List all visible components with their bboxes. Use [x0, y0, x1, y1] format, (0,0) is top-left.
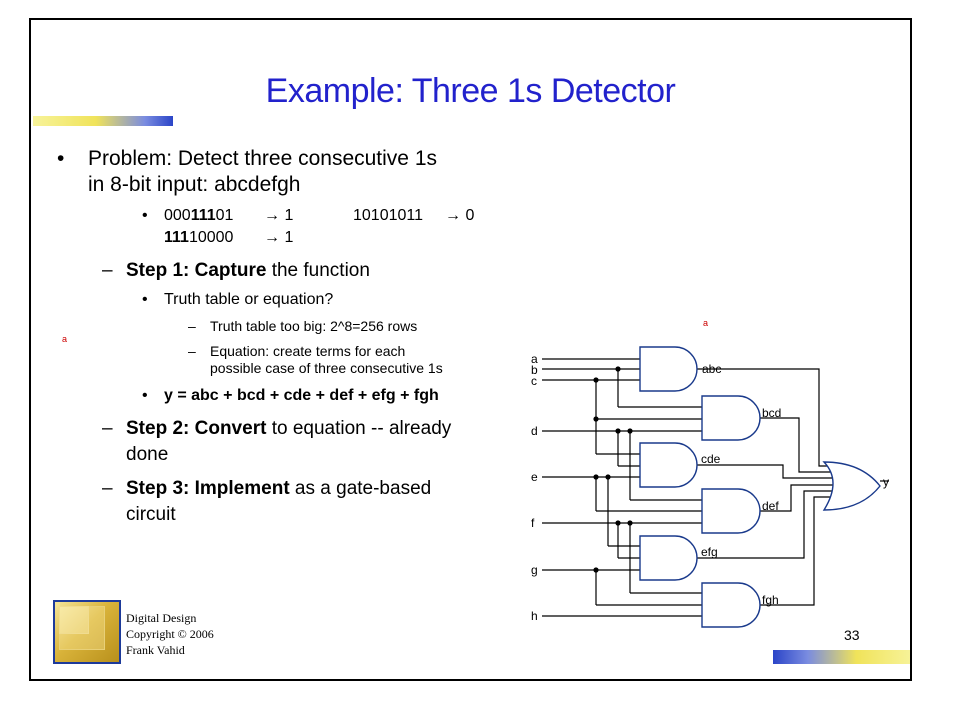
- slide-title: Example: Three 1s Detector: [265, 72, 676, 110]
- example-2-result: → 0: [445, 207, 475, 224]
- footer-line-3: Frank Vahid: [126, 643, 185, 657]
- title-accent-bar: [33, 116, 173, 126]
- step1-rest: the function: [266, 260, 370, 281]
- step1-dash: –: [102, 260, 113, 281]
- example-3-bold: 111: [164, 229, 189, 246]
- logo-inner-square: [59, 606, 105, 650]
- input-label-f: f: [531, 516, 535, 530]
- example-1: 00011101: [164, 207, 233, 225]
- step2-bold: Step 2: Convert: [126, 418, 267, 439]
- and-gate-efg: [639, 535, 698, 581]
- slide: Example: Three 1s Detector • Problem: De…: [29, 18, 912, 681]
- gate-circuit-diagram: a b c d e f g h abc bcd cde def efg fgh …: [531, 346, 889, 628]
- example-1-pre: 000: [164, 207, 191, 224]
- step3-bold: Step 3: Implement: [126, 478, 290, 499]
- gate-label-def: def: [762, 499, 779, 513]
- input-label-h: h: [531, 609, 538, 623]
- footer-line-2: Copyright © 2006: [126, 627, 214, 641]
- page-number: 33: [844, 627, 860, 643]
- step2-rest: to equation -- already: [266, 418, 452, 439]
- input-label-b: b: [531, 363, 538, 377]
- and-gate-bcd: [701, 395, 761, 441]
- input-label-c: c: [531, 374, 537, 388]
- step3-rest: as a gate-based: [289, 478, 432, 499]
- output-label-y: y: [883, 475, 889, 489]
- step2-dash: –: [102, 418, 113, 439]
- truth-bullet: •: [142, 291, 148, 308]
- footer-accent-bar: [773, 650, 910, 664]
- sub1-text: Truth table too big: 2^8=256 rows: [210, 318, 418, 334]
- gate-label-bcd: bcd: [762, 406, 781, 420]
- input-label-a: a: [531, 352, 538, 366]
- gate-label-fgh: fgh: [762, 593, 779, 607]
- example-3-post: 10000: [188, 229, 234, 246]
- and-gate-abc: [639, 346, 698, 392]
- example-1-post: 01: [215, 207, 234, 224]
- example-2: 10101011: [353, 207, 423, 224]
- example-1-result: → 1: [264, 207, 294, 224]
- step2-line-2: done: [126, 444, 169, 465]
- input-label-d: d: [531, 424, 538, 438]
- equation-bullet: •: [142, 387, 148, 404]
- sub2-line-2: possible case of three consecutive 1s: [210, 360, 443, 376]
- input-label-g: g: [531, 563, 538, 577]
- or-gate: [822, 461, 881, 511]
- gate-label-abc: abc: [702, 362, 721, 376]
- gate-label-efg: efg: [701, 545, 718, 559]
- and-gate-def: [701, 488, 761, 534]
- example-bullet: •: [142, 207, 148, 224]
- step1-text: Step 1: Capture the function: [126, 260, 370, 282]
- footer-credits: Digital Design Copyright © 2006 Frank Va…: [126, 610, 214, 658]
- example-3-result: → 1: [264, 229, 294, 246]
- footer-line-1: Digital Design: [126, 611, 197, 625]
- equation: y = abc + bcd + cde + def + efg + fgh: [164, 387, 439, 404]
- logo-inner-square-small: [59, 606, 89, 634]
- and-gate-cde: [639, 442, 698, 488]
- bullet-dot: •: [57, 147, 65, 170]
- sub2-dash: –: [188, 343, 196, 359]
- input-label-e: e: [531, 470, 538, 484]
- step3-dash: –: [102, 478, 113, 499]
- problem-line-1: Problem: Detect three consecutive 1s: [88, 147, 438, 170]
- gate-label-cde: cde: [701, 452, 721, 466]
- step3-line-2: circuit: [126, 504, 176, 525]
- red-marker-right: a: [703, 318, 709, 328]
- step2-text: Step 2: Convert to equation -- already: [126, 418, 451, 440]
- red-marker-left: a: [62, 334, 68, 344]
- step3-text: Step 3: Implement as a gate-based: [126, 478, 431, 500]
- and-gate-fgh: [701, 582, 761, 628]
- example-3: 11110000: [164, 229, 233, 247]
- truth-question: Truth table or equation?: [164, 291, 334, 308]
- problem-line-2: in 8-bit input: abcdefgh: [88, 173, 301, 196]
- step1-bold: Step 1: Capture: [126, 260, 267, 281]
- digital-design-logo: [53, 600, 121, 664]
- sub2-line-1: Equation: create terms for each: [210, 343, 406, 359]
- example-1-bold: 111: [190, 207, 216, 224]
- sub1-dash: –: [188, 318, 196, 334]
